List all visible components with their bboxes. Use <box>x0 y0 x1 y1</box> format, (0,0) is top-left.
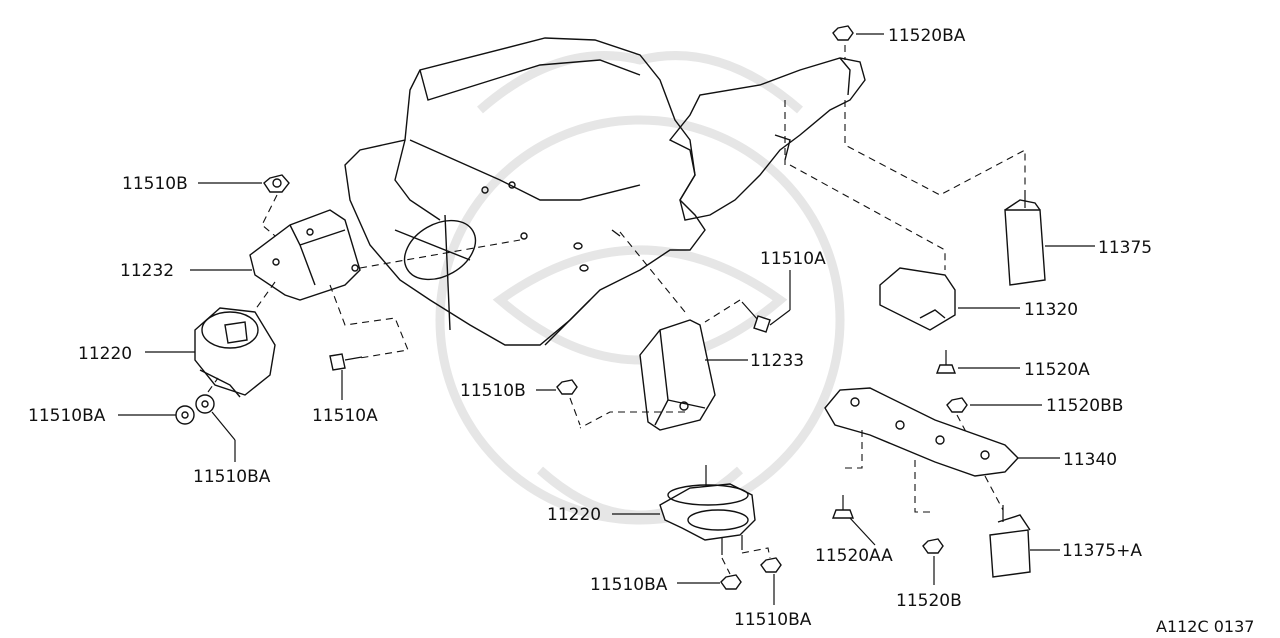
mount-11375 <box>1004 190 1046 286</box>
label-11233: 11233 <box>750 351 804 371</box>
engine-block <box>344 37 706 346</box>
insulator-11220-left <box>194 307 276 398</box>
bracket-11232 <box>249 209 361 301</box>
washer-11510BA-left1 <box>175 405 195 425</box>
label-11232: 11232 <box>120 261 174 281</box>
bolt-11510A-left <box>329 353 363 371</box>
washer-11510BA-left2 <box>195 394 215 414</box>
label-11520AA: 11520AA <box>815 546 893 566</box>
label-11510BA-left1: 11510BA <box>28 406 106 426</box>
label-11375: 11375 <box>1098 238 1152 258</box>
label-11510B-left: 11510B <box>122 174 188 194</box>
label-11510BA-bot1: 11510BA <box>590 575 668 595</box>
bolt-11510A-mid <box>741 301 771 333</box>
background-watermark <box>435 51 845 525</box>
nut-11520BB <box>946 397 968 413</box>
nut-11520B <box>922 538 944 554</box>
label-11510B-mid: 11510B <box>460 381 526 401</box>
insulator-11220-mid <box>659 465 756 555</box>
nut-11510B-left <box>263 174 290 193</box>
reference-code: A112C 0137 <box>1156 617 1254 636</box>
nut-11510B-mid <box>556 379 578 395</box>
bolt-11520A <box>935 350 957 374</box>
bracket-11320 <box>879 267 956 331</box>
label-11510BA-bot2: 11510BA <box>734 610 812 630</box>
label-11220-left: 11220 <box>78 344 132 364</box>
label-11520BA-top: 11520BA <box>888 26 966 46</box>
label-11510BA-left2: 11510BA <box>193 467 271 487</box>
bolt-11520AA <box>831 495 855 519</box>
crossmember-11340 <box>824 387 1019 477</box>
bracket-11233 <box>639 319 716 431</box>
label-11340: 11340 <box>1063 450 1117 470</box>
nut-11510BA-bot1 <box>720 574 742 590</box>
label-11510A-mid: 11510A <box>760 249 826 269</box>
nut-11520BA-top <box>832 25 854 41</box>
label-11520BB: 11520BB <box>1046 396 1123 416</box>
label-11220-mid: 11220 <box>547 505 601 525</box>
mount-11375A <box>989 505 1031 578</box>
label-11520B: 11520B <box>896 591 962 611</box>
label-11520A: 11520A <box>1024 360 1090 380</box>
label-11320: 11320 <box>1024 300 1078 320</box>
label-11375A: 11375+A <box>1062 541 1142 561</box>
nut-11510BA-bot2 <box>760 557 782 573</box>
label-11510A-left: 11510A <box>312 406 378 426</box>
transmission <box>668 57 866 221</box>
